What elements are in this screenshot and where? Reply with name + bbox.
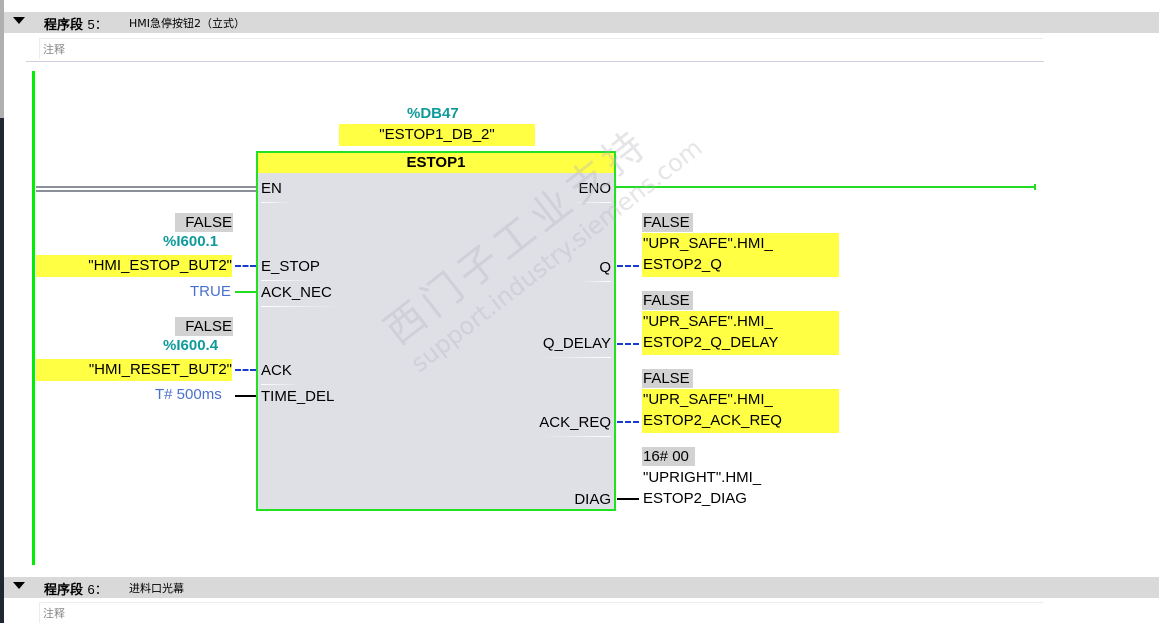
network-5-header[interactable]: 程序段 5： HMI急停按钮2（立式） <box>4 12 1159 33</box>
ack-nec-constant[interactable]: TRUE <box>190 283 231 300</box>
ack-req-status: FALSE <box>642 369 693 388</box>
pin-underline <box>261 280 321 281</box>
pin-q-delay: Q_DELAY <box>542 335 611 352</box>
q-delay-tag[interactable]: "UPR_SAFE".HMI_ ESTOP2_Q_DELAY <box>642 311 839 355</box>
pin-underline <box>261 306 341 307</box>
collapse-triangle-icon[interactable] <box>13 582 25 589</box>
collapse-triangle-icon[interactable] <box>13 17 25 24</box>
network-6-label: 程序段 6： <box>44 582 108 598</box>
eno-wire <box>616 186 1036 188</box>
pin-underline <box>581 281 611 282</box>
diag-tag-line2: ESTOP2_DIAG <box>643 490 747 507</box>
pin-e-stop: E_STOP <box>261 258 320 275</box>
q-delay-wire <box>617 343 639 345</box>
instance-db-name[interactable]: "ESTOP1_DB_2" <box>339 124 535 146</box>
time-del-constant[interactable]: T# 500ms <box>155 386 222 403</box>
network-6-header[interactable]: 程序段 6： 进料口光幕 <box>4 577 1159 598</box>
pin-ack-nec: ACK_NEC <box>261 284 332 301</box>
pin-underline <box>571 202 611 203</box>
pin-time-del: TIME_DEL <box>261 388 335 405</box>
pin-ack-req: ACK_REQ <box>539 414 611 431</box>
e-stop-address: %I600.1 <box>163 233 219 250</box>
e-stop-wire <box>235 265 256 267</box>
ack-req-wire <box>617 421 639 423</box>
block-type-title: ESTOP1 <box>258 153 614 173</box>
q-delay-status: FALSE <box>642 291 693 310</box>
pin-q: Q <box>599 259 611 276</box>
ack-wire <box>235 369 256 371</box>
ack-address: %I600.4 <box>163 337 219 354</box>
q-tag[interactable]: "UPR_SAFE".HMI_ ESTOP2_Q <box>642 233 839 277</box>
ack-nec-wire <box>235 291 256 293</box>
en-wire-top <box>36 186 256 188</box>
pin-ack: ACK <box>261 362 292 379</box>
network-5-label: 程序段 5： <box>44 17 108 33</box>
q-wire <box>617 265 639 267</box>
e-stop-tag[interactable]: "HMI_ESTOP_BUT2" <box>36 255 232 277</box>
pin-underline <box>541 436 611 437</box>
pin-en: EN <box>261 180 282 197</box>
diag-status: 16# 00 <box>642 447 695 466</box>
diag-wire <box>617 498 639 500</box>
e-stop-status: FALSE <box>175 213 233 232</box>
pin-underline <box>261 202 291 203</box>
network-6-title[interactable]: 进料口光幕 <box>129 582 184 595</box>
q-delay-tag-line2: ESTOP2_Q_DELAY <box>643 334 779 351</box>
power-rail <box>32 71 35 565</box>
network-6-comment[interactable]: 注释 <box>39 602 1043 623</box>
ack-req-tag-line2: ESTOP2_ACK_REQ <box>643 412 782 429</box>
q-status: FALSE <box>642 213 693 232</box>
ack-status: FALSE <box>175 317 233 336</box>
eno-wire-end <box>1034 184 1036 190</box>
diag-tag[interactable]: "UPRIGHT".HMI_ ESTOP2_DIAG <box>642 467 761 509</box>
ack-req-tag-line1: "UPR_SAFE".HMI_ <box>643 391 773 408</box>
network-5-comment[interactable]: 注释 <box>39 38 1043 59</box>
comment-divider <box>26 61 1044 62</box>
q-tag-line1: "UPR_SAFE".HMI_ <box>643 235 773 252</box>
pin-eno: ENO <box>578 180 611 197</box>
network-5-title[interactable]: HMI急停按钮2（立式） <box>129 17 246 30</box>
pin-underline <box>541 357 611 358</box>
ack-req-tag[interactable]: "UPR_SAFE".HMI_ ESTOP2_ACK_REQ <box>642 389 839 433</box>
q-delay-tag-line1: "UPR_SAFE".HMI_ <box>643 313 773 330</box>
q-tag-line2: ESTOP2_Q <box>643 256 722 273</box>
scrollbar-strip[interactable] <box>0 0 4 118</box>
time-del-wire <box>235 395 256 397</box>
ack-tag[interactable]: "HMI_RESET_BUT2" <box>36 359 232 381</box>
diag-tag-line1: "UPRIGHT".HMI_ <box>643 469 762 486</box>
function-block-estop1[interactable]: ESTOP1 EN E_STOP ACK_NEC ACK TIME_DEL EN… <box>256 151 616 511</box>
instance-db-address: %DB47 <box>407 105 459 122</box>
pin-diag: DIAG <box>574 491 611 508</box>
en-wire-bottom <box>36 190 256 192</box>
pin-underline <box>261 384 301 385</box>
window-left-border <box>0 0 4 623</box>
